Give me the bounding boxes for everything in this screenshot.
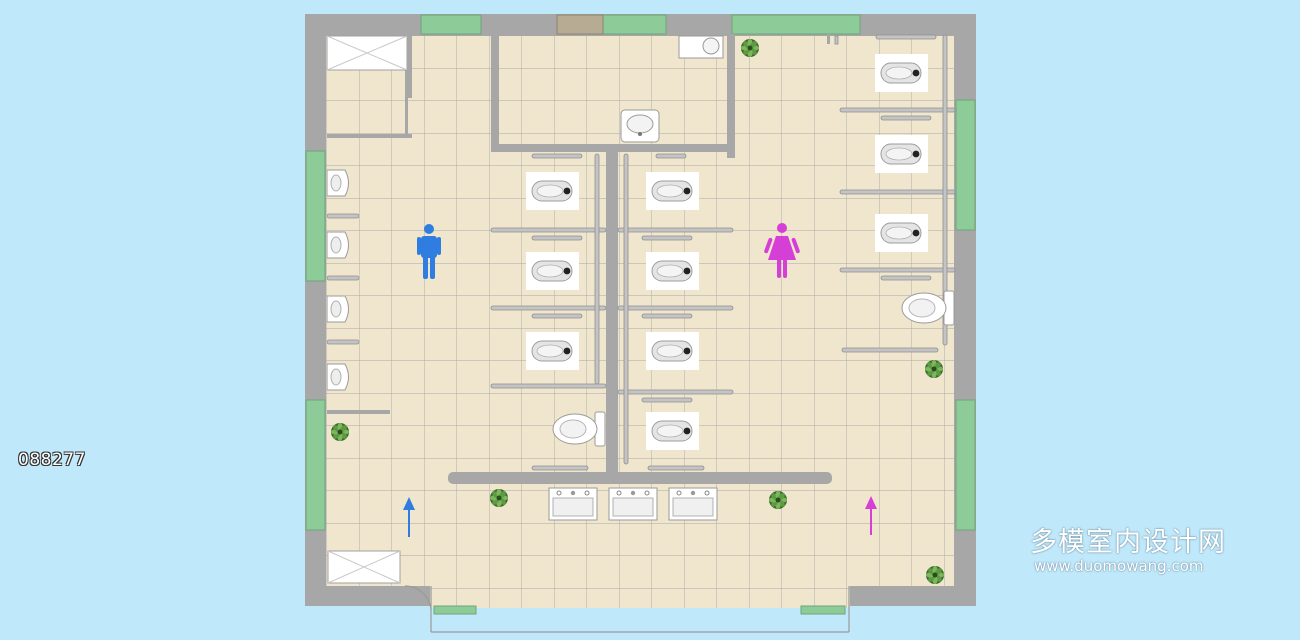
urinal-icon (326, 363, 349, 391)
partition-rails-women (617, 34, 956, 471)
watermark-url: www.duomowang.com (1034, 557, 1204, 575)
western-toilet-icon (552, 411, 606, 447)
squat-toilet-icon (875, 135, 928, 173)
squat-toilet-icon (875, 54, 928, 92)
partition-rails-men (490, 153, 607, 471)
potted-plant-icon (769, 491, 787, 509)
squat-toilet-icon (646, 172, 699, 210)
potted-plant-icon (331, 423, 349, 441)
mop-room-bottom (327, 550, 401, 584)
image-code: 088277 (18, 450, 86, 470)
squat-toilet-icon (526, 252, 579, 290)
potted-plant-icon (926, 566, 944, 584)
window-top-2 (602, 14, 667, 35)
window-right-1 (955, 99, 976, 231)
window-left-2 (305, 399, 326, 531)
urinal-icon (326, 169, 349, 197)
washbasin-icon (608, 487, 658, 521)
squat-toilet-icon (526, 332, 579, 370)
squat-toilets (526, 54, 928, 450)
washbasin-counter (548, 487, 718, 521)
entrance-doors (404, 585, 850, 633)
potted-plant-icon (925, 360, 943, 378)
window-bottom-1 (433, 605, 477, 615)
western-toilet-icon (901, 290, 955, 326)
potted-plants (331, 39, 944, 584)
washbasin-icon (620, 109, 660, 143)
squat-toilet-icon (646, 252, 699, 290)
squat-toilet-icon (646, 332, 699, 370)
windows (305, 14, 976, 615)
urinal-dividers (326, 213, 360, 345)
potted-plant-icon (490, 489, 508, 507)
watermark-brand: 多模室内设计网 (1030, 527, 1226, 558)
window-left-1 (305, 150, 326, 282)
interior-walls (327, 34, 832, 484)
vent-top (556, 14, 604, 35)
squat-toilet-icon (646, 412, 699, 450)
squat-toilet-icon (526, 172, 579, 210)
arrow-up-icon (865, 496, 877, 535)
washbasin-icon (548, 487, 598, 521)
arrow-up-icon (403, 497, 415, 537)
urinal-icon (326, 295, 349, 323)
window-top-3 (731, 14, 861, 35)
woman-icon (764, 223, 800, 278)
window-bottom-2 (800, 605, 846, 615)
urinals (326, 169, 349, 391)
mop-sink-icon (678, 35, 724, 59)
man-icon (417, 224, 441, 279)
squat-toilet-icon (875, 214, 928, 252)
potted-plant-icon (741, 39, 759, 57)
mop-room-top (326, 35, 412, 98)
window-top-1 (420, 14, 482, 35)
window-right-2 (955, 399, 976, 531)
western-toilets (552, 290, 955, 447)
urinal-icon (326, 231, 349, 259)
washbasin-icon (668, 487, 718, 521)
